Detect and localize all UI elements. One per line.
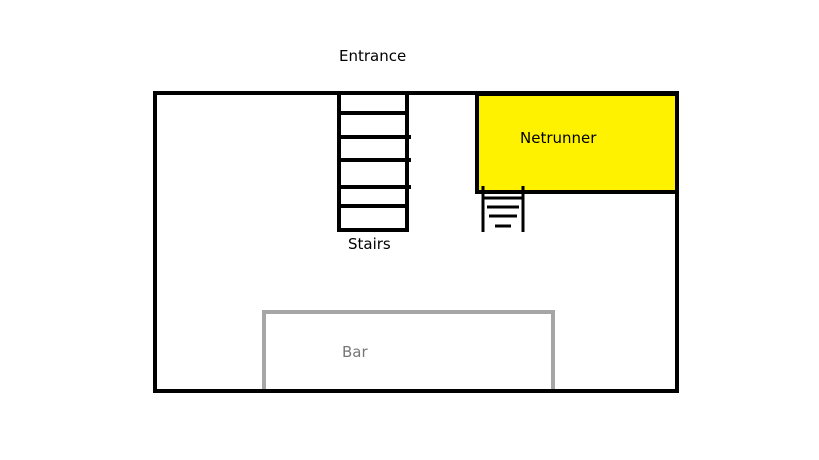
netrunner-label: Netrunner (520, 129, 597, 147)
main-staircase[interactable] (337, 93, 411, 232)
netrunner-ladder[interactable] (481, 186, 525, 232)
bar-counter[interactable]: Bar (262, 310, 555, 389)
netrunner-room[interactable] (475, 92, 679, 194)
stairs-label: Stairs (348, 235, 391, 253)
entrance-label: Entrance (339, 47, 406, 65)
bar-label: Bar (342, 343, 368, 361)
bar-outline (262, 310, 555, 389)
